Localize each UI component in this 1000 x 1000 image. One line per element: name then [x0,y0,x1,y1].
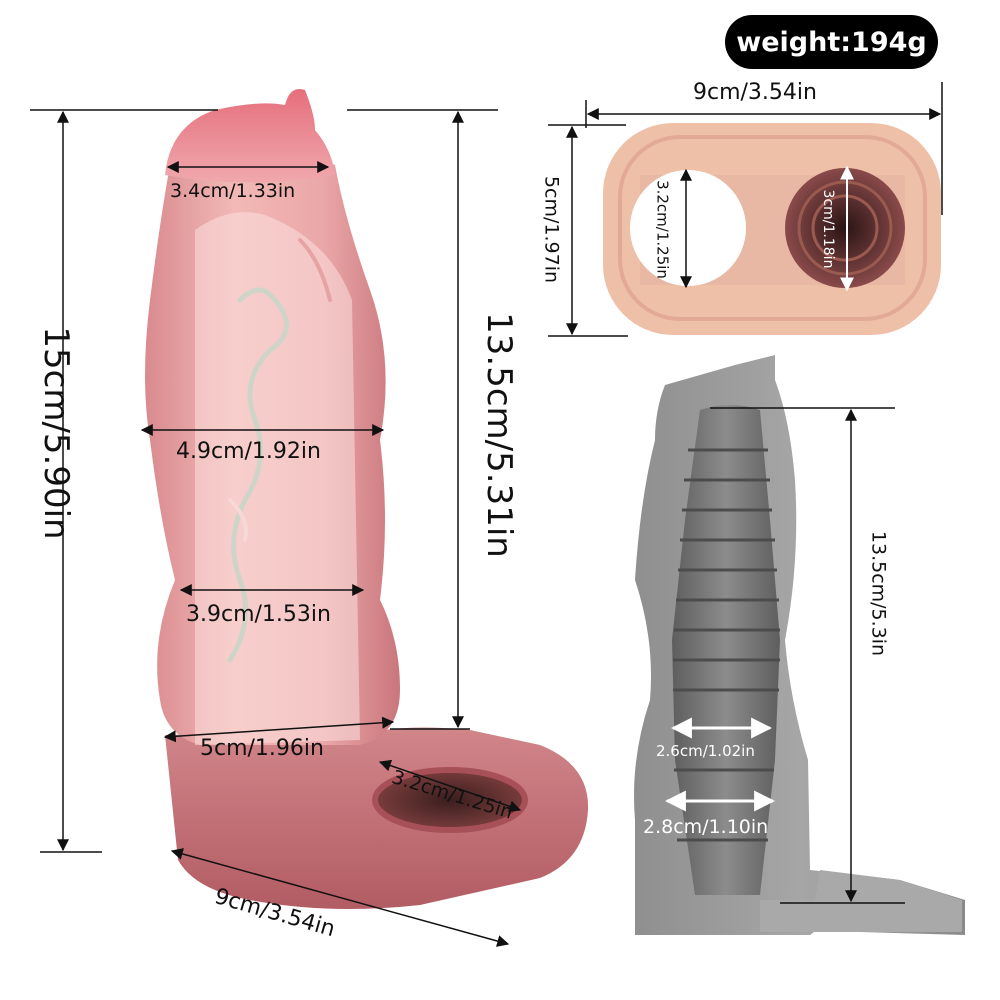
section-lower-width-label: 2.8cm/1.10in [643,816,769,838]
top-view-hole-right-label: 3cm/1.18in [820,189,836,269]
cutaway-window [195,212,360,746]
upper-width-label: 4.9cm/1.92in [176,439,321,464]
section-channel [672,405,780,895]
top-view-height-label: 5cm/1.97in [540,175,563,284]
section-length-label: 13.5cm/5.3in [867,530,890,657]
section-ribs [673,448,780,842]
section-upper-width-label: 2.6cm/1.02in [656,742,755,760]
cross-section-view [634,355,965,935]
tip-width-label: 3.4cm/1.33in [170,180,296,202]
main-product-view [145,89,589,909]
total-length-label: 15cm/5.90in [36,326,76,540]
top-view-hole-left-label: 3.2cm/1.25in [653,180,672,279]
inner-length-label: 13.5cm/5.31in [479,312,519,558]
lower-width-label: 3.9cm/1.53in [186,602,331,627]
weight-badge: weight:194g [725,15,938,69]
top-view-dimension-lines [548,82,943,337]
top-view-width-label: 9cm/3.54in [693,80,817,105]
top-view-hole-right [785,168,905,288]
main-dimension-lines [30,109,522,947]
cross-section-dimension-lines [664,407,905,904]
shaft-tip [165,89,335,183]
base-width-label: 5cm/1.96in [200,736,324,761]
top-view-hole-left [630,170,746,286]
